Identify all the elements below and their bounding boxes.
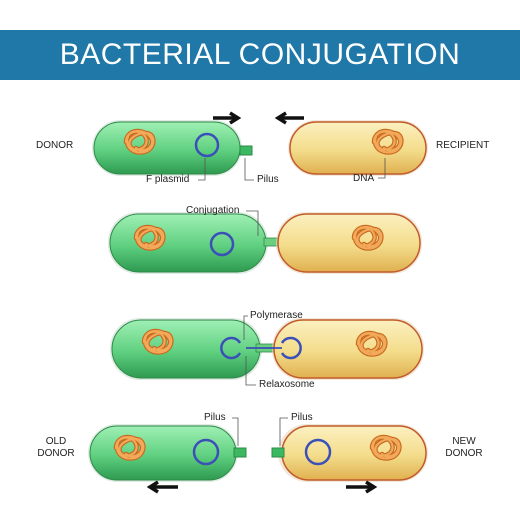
pilus-new-donor [271, 447, 285, 458]
label-pilus: Pilus [257, 174, 279, 185]
f-plasmid-icon [194, 132, 220, 158]
plasmid-half-icon [220, 336, 242, 360]
label-f-plasmid: F plasmid [146, 174, 190, 185]
recipient-cell-row3 [272, 318, 424, 380]
label-pilus-new: Pilus [291, 412, 313, 423]
label-conjugation: Conjugation [186, 205, 240, 216]
f-plasmid-icon [192, 438, 220, 466]
label-polymerase: Polymerase [250, 310, 303, 321]
donor-cell-row1 [92, 120, 253, 176]
label-dna: DNA [353, 173, 375, 184]
label-old-donor: OLD DONOR [37, 436, 75, 459]
f-plasmid-icon [209, 231, 235, 257]
page-title: BACTERIAL CONJUGATION [59, 38, 461, 71]
title-banner [0, 30, 520, 80]
arrow-left-icon [274, 111, 304, 125]
pilus-old-donor [233, 447, 247, 458]
arrow-right-icon [346, 480, 378, 494]
label-new-donor: NEW DONOR [445, 436, 483, 459]
donor-cell-row3 [110, 318, 262, 380]
label-recipient: RECIPIENT [436, 140, 490, 151]
arrow-left-icon [146, 480, 178, 494]
plasmid-half-icon [280, 336, 302, 360]
f-plasmid-icon [304, 438, 332, 466]
label-pilus-old: Pilus [204, 412, 226, 423]
label-relaxosome: Relaxosome [259, 379, 315, 390]
donor-cell-row2 [108, 212, 268, 274]
label-donor: DONOR [36, 140, 74, 151]
new-donor-cell [271, 424, 428, 482]
pilus-row1 [239, 145, 253, 156]
recipient-cell-row2 [276, 212, 422, 274]
old-donor-cell [88, 424, 247, 482]
recipient-cell-row1 [288, 120, 428, 176]
arrow-right-icon [213, 111, 242, 125]
